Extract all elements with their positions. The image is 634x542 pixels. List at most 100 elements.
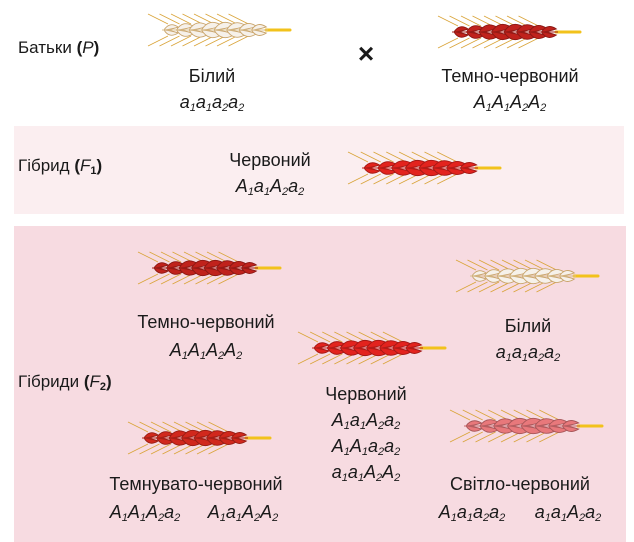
ear-awn: [455, 259, 477, 271]
wheat-ear-f1-red: [347, 151, 502, 185]
allele-letter: a: [473, 502, 484, 522]
allele-subscript: 2: [540, 102, 547, 114]
ear-kernel: [453, 26, 470, 33]
ear-awn: [437, 173, 458, 185]
ear-awn: [424, 173, 445, 185]
ear-awn: [488, 431, 509, 443]
ear-awn: [478, 259, 500, 271]
ear-awn: [334, 331, 355, 343]
ear-awn: [196, 421, 218, 433]
allele-subscript: 1: [189, 102, 196, 114]
parents-row-label: Батьки (P): [18, 38, 100, 57]
wheat-ear-f2-red: [297, 331, 447, 365]
ear-awn: [137, 251, 159, 263]
ear-kernel: [313, 347, 331, 354]
allele-letter: a: [534, 502, 545, 522]
allele-subscript: 2: [378, 446, 385, 458]
ear-awn: [147, 35, 169, 47]
allele-letter: A: [382, 462, 395, 482]
ear-awn: [455, 281, 477, 293]
ear-awn: [182, 13, 203, 25]
parent-dark-red-name: Темно-червоний: [441, 66, 579, 86]
allele-subscript: 2: [254, 512, 261, 524]
f2-red-genotype-1: A1a1A2a2: [332, 410, 401, 432]
allele-subscript: 1: [263, 186, 270, 198]
ear-awn: [524, 281, 546, 293]
ear-awn: [309, 353, 331, 365]
ear-awn: [437, 37, 459, 49]
allele-letter: a: [331, 462, 342, 482]
allele-subscript: 1: [359, 420, 366, 432]
ear-awn: [322, 353, 343, 365]
ear-awn: [172, 273, 193, 285]
allele-subscript: 2: [595, 512, 602, 524]
ear-awn: [506, 15, 528, 27]
allele-subscript: 1: [485, 102, 492, 114]
hybrid-subscript: 1: [90, 165, 97, 177]
parent-white-genotype: a1a1a2a2: [180, 92, 245, 114]
allele-letter: A: [473, 92, 486, 112]
ear-awn: [524, 259, 546, 271]
ear-awn: [196, 443, 218, 455]
ear-kernel: [143, 432, 160, 439]
ear-kernel: [163, 29, 180, 36]
wheat-ear-f2-white: [455, 259, 600, 293]
allele-letter: a: [489, 502, 500, 522]
ear-awn: [437, 151, 458, 163]
ear-kernel: [471, 270, 488, 277]
allele-letter: a: [384, 436, 395, 456]
ear-awn: [536, 281, 557, 293]
allele-subscript: 2: [554, 352, 561, 364]
ear-awn: [150, 421, 172, 433]
allele-subscript: 1: [121, 512, 128, 524]
allele-subscript: 2: [222, 102, 229, 114]
ear-kernel: [313, 342, 331, 349]
allele-subscript: 2: [394, 446, 401, 458]
hybrid-row-label: Гібрид (F1): [18, 156, 103, 177]
allele-subscript: 1: [544, 512, 551, 524]
ear-kernel: [471, 275, 488, 282]
ear-awn: [360, 173, 381, 185]
f2-white-genotype: a1a1a2a2: [496, 342, 561, 364]
ear-awn: [488, 409, 509, 421]
allele-subscript: 1: [199, 350, 206, 362]
ear-awn: [424, 151, 445, 163]
hybrids-label-text: Гібриди: [18, 372, 80, 391]
ear-awn: [208, 421, 229, 433]
allele-letter: A: [349, 436, 362, 456]
ear-awn: [437, 15, 459, 27]
allele-letter: a: [195, 92, 206, 112]
allele-letter: A: [127, 502, 140, 522]
allele-letter: A: [260, 502, 273, 522]
ear-awn: [139, 443, 160, 455]
ear-kernel: [153, 267, 170, 274]
ear-awn: [518, 37, 539, 49]
allele-letter: A: [364, 462, 377, 482]
allele-subscript: 1: [341, 472, 348, 484]
allele-subscript: 1: [181, 350, 188, 362]
parents-symbol: P: [82, 38, 94, 57]
ear-kernel: [453, 31, 470, 38]
ear-awn: [208, 443, 229, 455]
allele-letter: A: [331, 436, 344, 456]
hybrids-row-label: Гібриди (F2): [18, 372, 112, 393]
ear-awn: [172, 251, 193, 263]
ear-awn: [467, 259, 488, 271]
hybrids-symbol: F: [89, 372, 100, 391]
f2-light-red-name: Світло-червоний: [450, 474, 590, 494]
ear-awn: [160, 273, 182, 285]
ear-awn: [536, 259, 557, 271]
ear-awn: [297, 353, 319, 365]
ear-awn: [228, 13, 249, 25]
allele-letter: a: [164, 502, 175, 522]
allele-letter: a: [456, 502, 467, 522]
ear-awn: [382, 353, 404, 365]
ear-awn: [506, 37, 528, 49]
parents-label-text: Батьки: [18, 38, 72, 57]
ear-awn: [370, 331, 391, 343]
ear-awn: [360, 151, 381, 163]
parent-white-name: Білий: [188, 66, 236, 86]
ear-awn: [216, 35, 238, 47]
allele-subscript: 2: [579, 512, 586, 524]
allele-letter: a: [511, 342, 522, 362]
